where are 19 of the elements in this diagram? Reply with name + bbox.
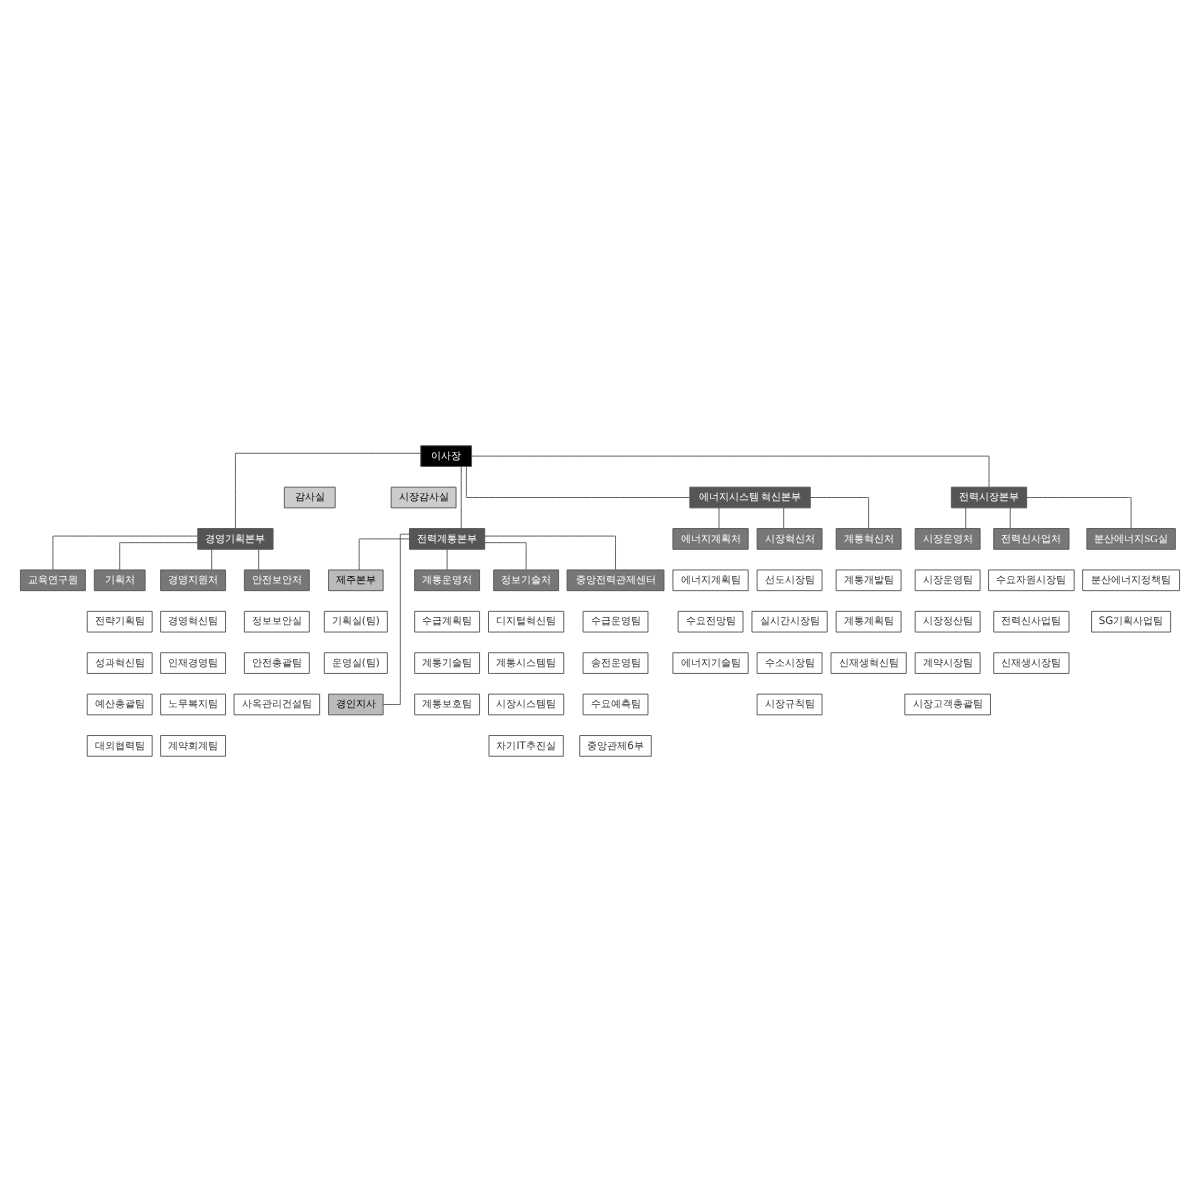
connector <box>1026 496 1132 528</box>
connector <box>1009 506 1011 528</box>
connector <box>119 541 198 570</box>
connector <box>783 506 785 528</box>
connector <box>484 541 527 570</box>
connector <box>809 496 870 528</box>
connector <box>484 534 616 570</box>
connector <box>234 451 422 528</box>
connector <box>52 534 199 570</box>
connector <box>358 537 410 570</box>
connector <box>965 506 967 528</box>
connector <box>471 454 990 487</box>
connector <box>718 506 720 528</box>
connector <box>258 547 260 570</box>
connector <box>211 547 213 570</box>
connector <box>446 547 448 570</box>
connector <box>465 465 691 497</box>
connector <box>460 465 462 528</box>
connector <box>382 532 410 704</box>
